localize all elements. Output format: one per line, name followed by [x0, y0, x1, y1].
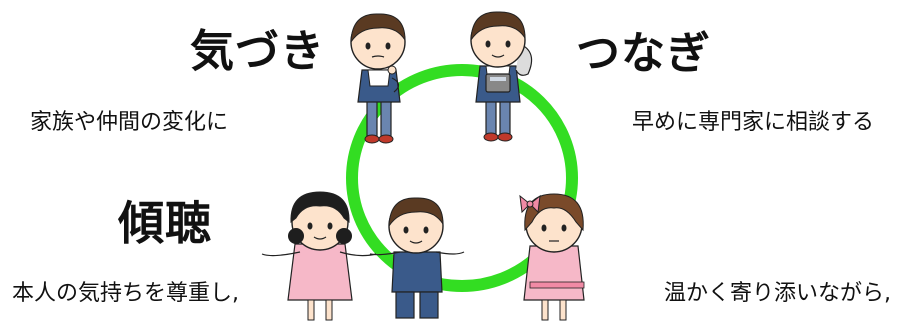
caption-soi: 温かく寄り添いながら,: [664, 281, 891, 306]
boy-thinking-figure: [350, 13, 406, 144]
cycle-ring: [346, 64, 578, 292]
girl-left-figure: [261, 191, 377, 321]
boy-center-figure: [369, 197, 465, 319]
girl-bow-figure: [519, 193, 585, 321]
caption-tsunagi: 早めに専門家に相談する: [632, 110, 875, 135]
caption-kizuki: 家族や仲間の変化に: [30, 110, 229, 135]
heading-keicho: 傾聴: [118, 196, 212, 250]
heading-tsunagi: つなぎ: [576, 28, 711, 79]
caption-keicho: 本人の気持ちを尊重し,: [12, 281, 239, 306]
boy-with-phone-figure: [470, 11, 533, 142]
heading-kizuki: 気づき: [190, 26, 325, 77]
